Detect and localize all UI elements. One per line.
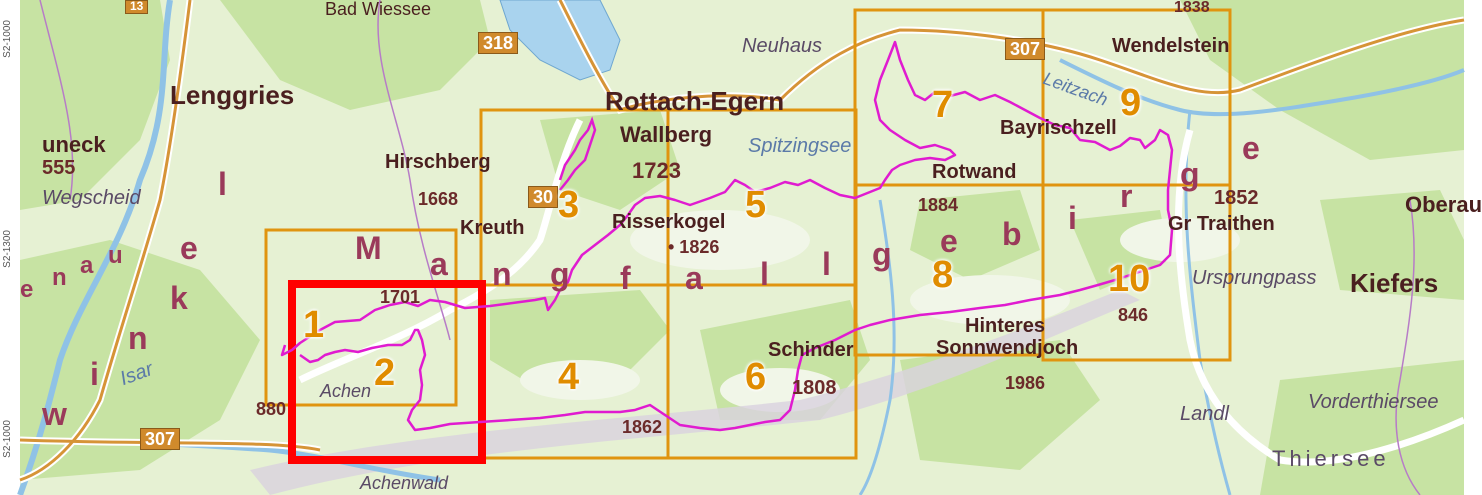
range-letter: i [1068,200,1077,236]
tile-number-7[interactable]: 7 [932,84,954,126]
place-oberau: Oberau [1405,192,1482,217]
place-wallberg: Wallberg [620,122,713,147]
tile-number-9[interactable]: 9 [1120,82,1142,124]
place-wendelstein: Wendelstein [1112,35,1230,57]
place-risserkogel: Risserkogel [612,211,726,233]
tile-number-3[interactable]: 3 [558,184,580,226]
road-30: 30 [528,186,559,208]
road-318: 318 [478,32,519,54]
range-letter: l [218,166,227,202]
range-letter: g [872,236,892,272]
place-wegscheid: Wegscheid [42,187,141,209]
place-gr-traithen: Gr Traithen [1168,213,1275,235]
side-label-bottom: S2-1000 [2,420,13,458]
elevation: 1668 [418,189,459,209]
tile-2-highlight [288,280,486,464]
topographic-map[interactable] [17,0,1466,495]
road-13: 13 [125,0,149,14]
place-achen: Achen [320,381,372,401]
range-letter: l [760,256,769,292]
place-kreuth: Kreuth [460,217,525,239]
place-lenggries: Lenggries [170,80,295,110]
range-letter: r [1120,178,1133,214]
range-letter: n [128,320,148,356]
map-frame[interactable]: M a n g f a l l g e b i r g e w i n k e … [17,0,1482,495]
elevation: 1884 [918,195,959,215]
elevation: 1862 [622,417,663,437]
range-letter: g [1180,156,1200,192]
place-achenwald: Achenwald [360,473,449,493]
tile-number-10[interactable]: 10 [1108,258,1151,300]
place-landl: Landl [1180,403,1229,425]
place-ursprungpass: Ursprungpass [1192,267,1317,289]
range-letter: g [550,256,570,292]
isar-river [17,0,173,495]
elevation: 846 [1118,305,1149,325]
range-letter: n [52,264,67,291]
place-thiersee: Thiersee [1272,446,1390,471]
place-spitzingsee: Spitzingsee [748,135,852,157]
range-letter: M [355,230,382,266]
tile-number-4[interactable]: 4 [558,356,580,398]
tile-number-2[interactable]: 2 [374,352,396,394]
place-hinteres: Hinteres [965,315,1046,337]
place-rotwand: Rotwand [932,161,1017,183]
place-hirschberg: Hirschberg [385,151,491,173]
tile-number-6[interactable]: 6 [745,356,767,398]
tile-grid [264,8,1232,460]
tile-number-1[interactable]: 1 [303,304,325,346]
road-307-west: 307 [140,428,181,450]
range-letter: e [180,230,198,266]
range-letter: u [108,242,123,269]
hiking-route [280,40,1174,432]
tile-number-8[interactable]: 8 [932,254,954,296]
elevation: 1701 [380,287,421,307]
range-letter: f [620,260,631,296]
place-schinder: Schinder [768,339,854,361]
range-letter: e [1242,130,1260,166]
range-letter: i [90,356,99,392]
range-letter: k [170,280,188,316]
place-uneck: uneck [42,132,106,157]
range-letter: e [20,276,34,303]
range-letter: n [492,256,512,292]
place-sonnwendjoch: Sonnwendjoch [936,337,1079,359]
place-vorderthiersee: Vorderthiersee [1308,391,1439,413]
elevation: 1838 [1174,0,1210,16]
elevation: 1808 [792,377,837,399]
range-letter: a [80,252,94,279]
elevation: 1852 [1214,187,1259,209]
place-bad-wiessee: Bad Wiessee [325,0,432,19]
place-kiefersfelden: Kiefers [1350,268,1439,298]
range-letter: w [42,396,67,432]
range-letter: e [940,223,958,259]
side-label-top: S2-1000 [2,20,13,58]
side-label-middle: S2-1300 [2,230,13,268]
range-letter: l [822,246,831,282]
leitzach-river [1059,58,1465,117]
elevation: 1986 [1005,373,1046,393]
elevation: • 1826 [668,237,720,257]
range-letter: a [685,260,703,296]
range-letter: a [430,246,448,282]
border-band [250,290,1140,495]
place-rottach-egern: Rottach-Egern [605,86,785,116]
tile-6-frame [666,283,858,460]
road-307-east: 307 [1005,38,1046,60]
elevation: 1723 [632,158,681,183]
elevation: 880 [256,399,287,419]
place-bayrischzell: Bayrischzell [1000,117,1117,139]
route-spur [558,116,597,191]
range-letter: b [1002,216,1022,252]
place-neuhaus: Neuhaus [742,35,823,57]
elevation: 555 [42,157,76,179]
tile-10-frame [1041,183,1232,362]
tile-number-5[interactable]: 5 [745,184,767,226]
tile-1-frame [264,228,458,407]
boundaries [39,0,1421,495]
